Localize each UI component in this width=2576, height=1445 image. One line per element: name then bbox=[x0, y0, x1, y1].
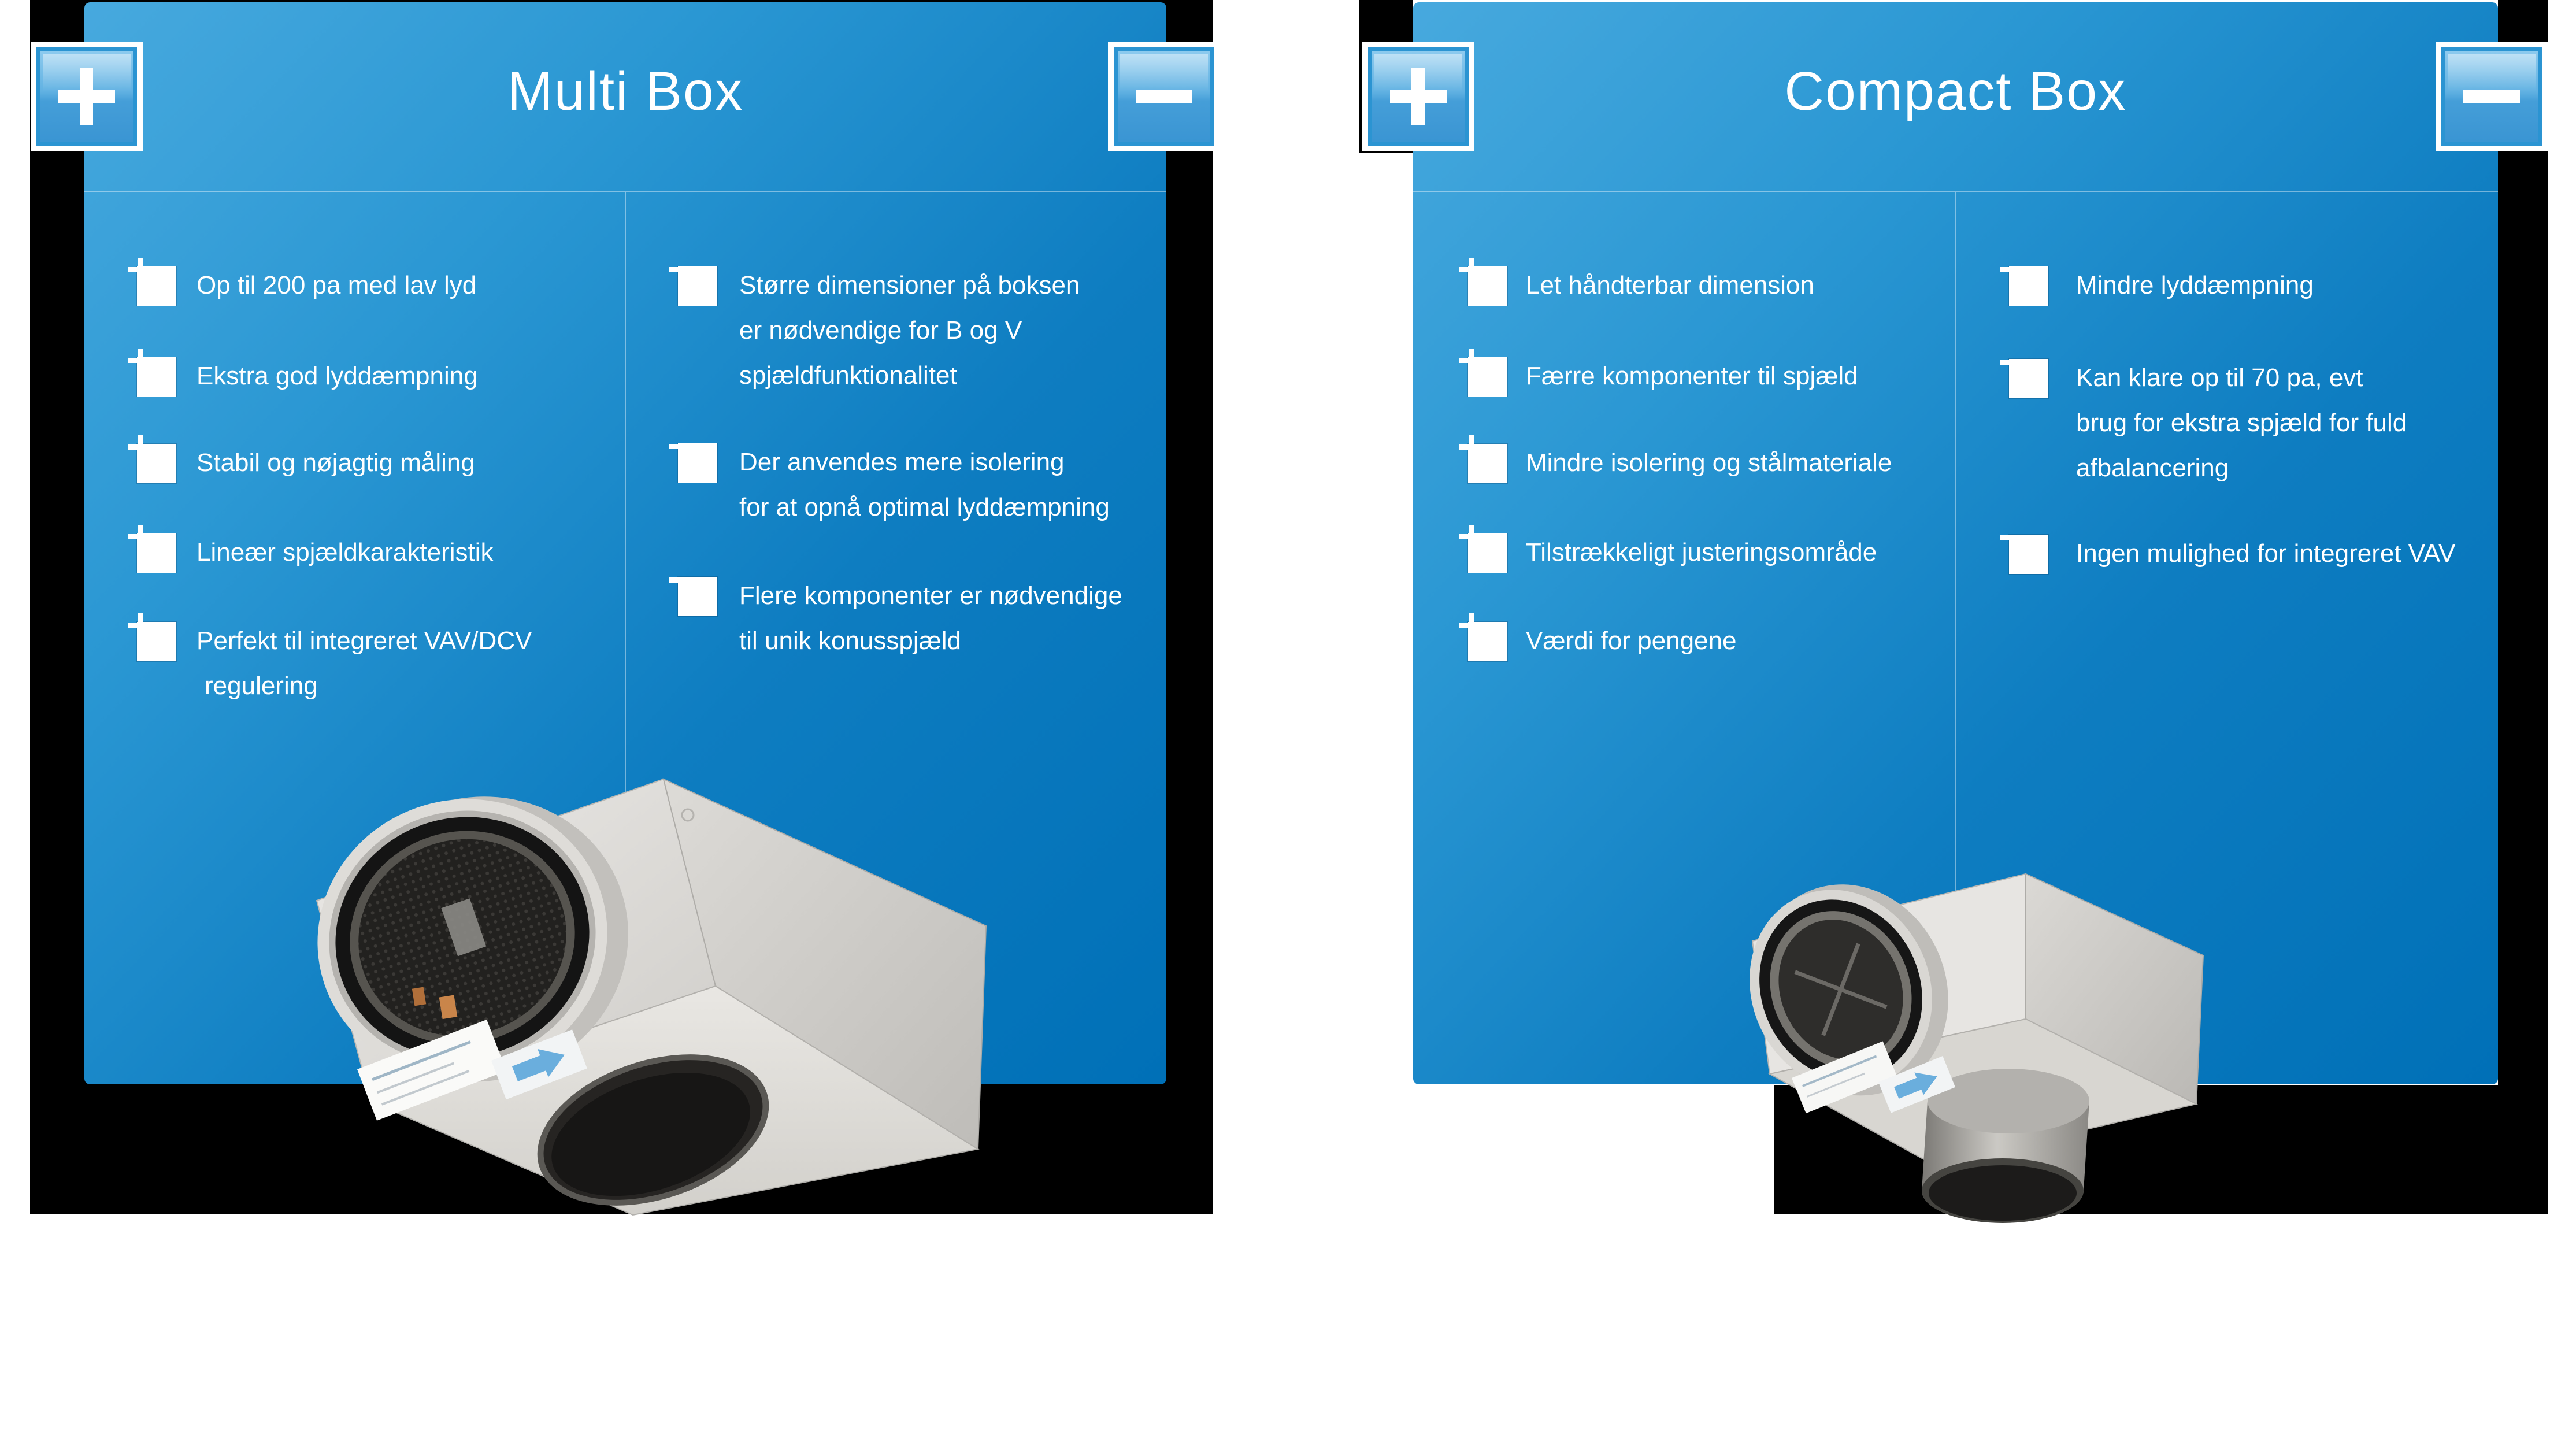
con-text: til unik konusspjæld bbox=[739, 627, 961, 655]
multi-box-title: Multi Box bbox=[507, 61, 744, 122]
plus-icon bbox=[1368, 47, 1469, 146]
compact-box-backdrop-right bbox=[2498, 0, 2548, 1214]
pro-text: Færre komponenter til spjæld bbox=[1526, 362, 1858, 390]
plus-icon bbox=[128, 258, 176, 306]
pro-text: Let håndterbar dimension bbox=[1526, 271, 1814, 299]
con-text: Flere komponenter er nødvendige bbox=[739, 581, 1122, 610]
compact-box-title: Compact Box bbox=[1784, 61, 2127, 122]
plus-icon bbox=[1459, 435, 1507, 483]
list-item: Ekstra god lyddæmpning bbox=[128, 349, 478, 399]
con-text: brug for ekstra spjæld for fuld bbox=[2076, 409, 2407, 437]
pro-text: Lineær spjældkarakteristik bbox=[197, 538, 494, 566]
pro-text: regulering bbox=[205, 672, 318, 700]
list-item: Mindre isolering og stålmateriale bbox=[1459, 435, 1892, 486]
pro-text: Værdi for pengene bbox=[1526, 627, 1737, 655]
pro-text: Op til 200 pa med lav lyd bbox=[197, 271, 477, 299]
compact-box-column-divider bbox=[1955, 192, 1956, 1084]
plus-icon bbox=[128, 613, 176, 661]
multi-box-column-divider bbox=[625, 192, 626, 1084]
list-item: Større dimensioner på boksen er nødvendi… bbox=[669, 266, 1080, 398]
list-item: Op til 200 pa med lav lyd bbox=[128, 258, 477, 308]
minus-icon bbox=[669, 443, 717, 483]
multi-box-product-image bbox=[316, 778, 987, 1216]
con-text: er nødvendige for B og V bbox=[739, 316, 1022, 344]
minus-icon bbox=[1114, 47, 1214, 146]
pro-text: Ekstra god lyddæmpning bbox=[197, 362, 478, 390]
list-item: Værdi for pengene bbox=[1459, 613, 1736, 664]
con-text: afbalancering bbox=[2076, 454, 2229, 482]
con-text: Kan klare op til 70 pa, evt bbox=[2076, 364, 2363, 392]
con-text: Ingen mulighed for integreret VAV bbox=[2076, 539, 2456, 568]
list-item: Færre komponenter til spjæld bbox=[1459, 349, 1858, 399]
list-item: Let håndterbar dimension bbox=[1459, 258, 1814, 308]
con-text: Mindre lyddæmpning bbox=[2076, 271, 2314, 299]
expand-button[interactable] bbox=[31, 42, 143, 151]
con-text: for at opnå optimal lyddæmpning bbox=[739, 493, 1110, 521]
collapse-button[interactable] bbox=[1108, 42, 1220, 151]
plus-icon bbox=[128, 349, 176, 397]
minus-icon bbox=[2000, 359, 2048, 398]
compact-box-product-image bbox=[1750, 873, 2204, 1223]
pro-text: Tilstrækkeligt justeringsområde bbox=[1526, 538, 1877, 566]
list-item: Der anvendes mere isolering for at opnå … bbox=[669, 443, 1110, 530]
list-item: Mindre lyddæmpning bbox=[2000, 266, 2314, 308]
list-item: Kan klare op til 70 pa, evt brug for eks… bbox=[2000, 359, 2407, 491]
plus-icon bbox=[1459, 258, 1507, 306]
list-item: Lineær spjældkarakteristik bbox=[128, 525, 494, 575]
con-text: spjældfunktionalitet bbox=[739, 361, 957, 390]
plus-icon bbox=[128, 525, 176, 573]
pro-text: Mindre isolering og stålmateriale bbox=[1526, 449, 1892, 477]
plus-icon bbox=[1459, 525, 1507, 573]
minus-icon bbox=[2441, 47, 2542, 146]
minus-icon bbox=[669, 266, 717, 306]
minus-icon bbox=[2000, 266, 2048, 306]
collapse-button[interactable] bbox=[2436, 42, 2548, 151]
airflow-arrow-label bbox=[491, 1029, 587, 1100]
list-item: Flere komponenter er nødvendige til unik… bbox=[669, 577, 1122, 664]
con-text: Der anvendes mere isolering bbox=[739, 448, 1065, 476]
list-item: Perfekt til integreret VAV/DCV regulerin… bbox=[128, 613, 532, 709]
plus-icon bbox=[128, 435, 176, 483]
plus-icon bbox=[1459, 613, 1507, 661]
minus-icon bbox=[2000, 535, 2048, 574]
list-item: Stabil og nøjagtig måling bbox=[128, 435, 475, 486]
plus-icon bbox=[36, 47, 137, 146]
list-item: Tilstrækkeligt justeringsområde bbox=[1459, 525, 1877, 575]
con-text: Større dimensioner på boksen bbox=[739, 271, 1080, 299]
pro-text: Stabil og nøjagtig måling bbox=[197, 449, 475, 477]
expand-button[interactable] bbox=[1362, 42, 1474, 151]
pro-text: Perfekt til integreret VAV/DCV bbox=[197, 627, 532, 655]
plus-icon bbox=[1459, 349, 1507, 397]
compact-box-header-divider bbox=[1413, 191, 2498, 192]
minus-icon bbox=[669, 577, 717, 616]
airflow-arrow-label bbox=[1878, 1056, 1955, 1113]
list-item: Ingen mulighed for integreret VAV bbox=[2000, 535, 2455, 576]
multi-box-header-divider bbox=[84, 191, 1166, 192]
